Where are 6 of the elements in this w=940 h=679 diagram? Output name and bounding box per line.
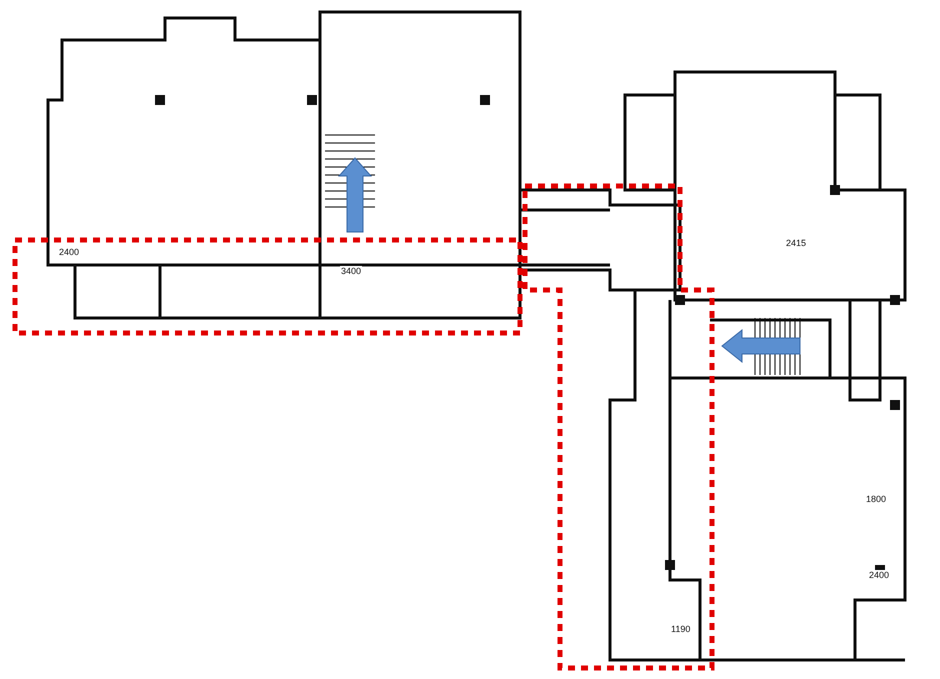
dimension-label: 2400 [58, 247, 80, 257]
dimension-label: 3400 [340, 266, 362, 276]
dimension-label: 1800 [865, 494, 888, 504]
dimension-label: 1190 [670, 624, 692, 634]
dimension-label: 2400 [868, 570, 890, 580]
dimension-label: 2415 [785, 238, 808, 248]
